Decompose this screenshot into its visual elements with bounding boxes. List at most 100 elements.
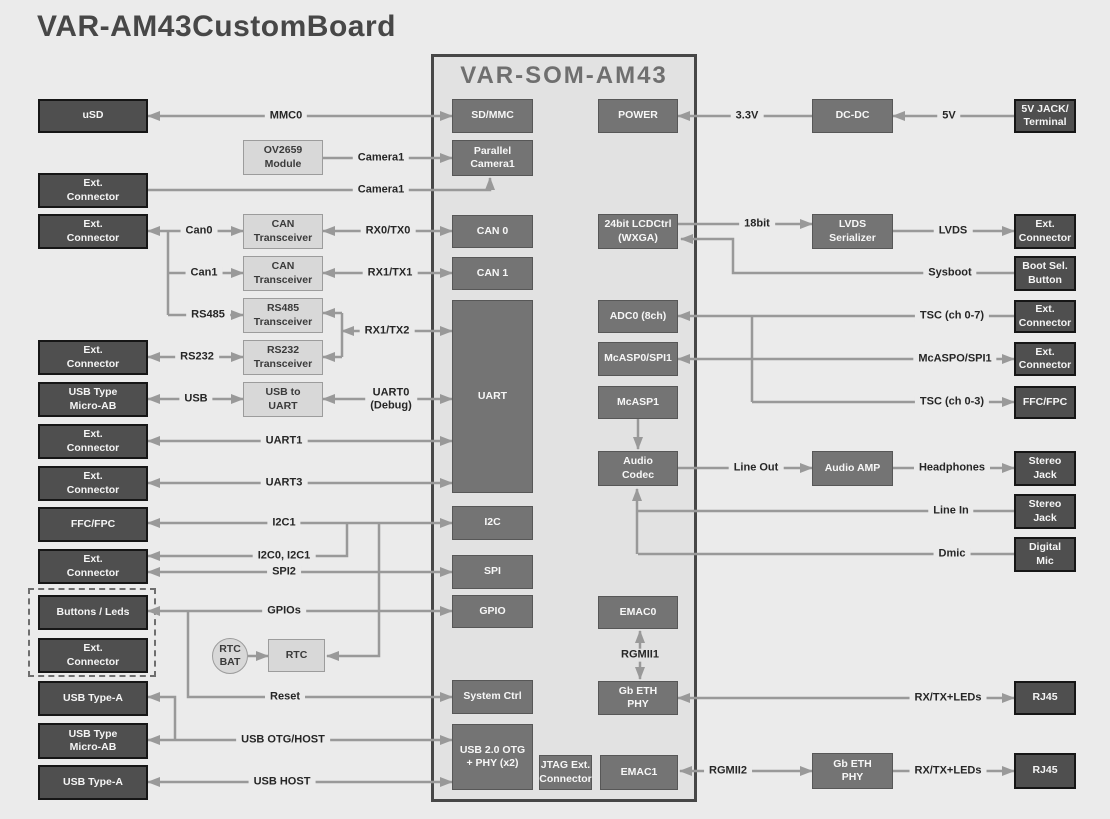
edge-label-uart1: UART1	[260, 434, 308, 448]
edge-label-usb: USB	[179, 392, 213, 406]
block-ext-connector-gpio: Ext. Connector	[38, 638, 148, 673]
block-can1: CAN 1	[452, 257, 533, 290]
edge-label-rgmii1: RGMII1	[616, 648, 664, 662]
block-adc0: ADC0 (8ch)	[598, 300, 678, 333]
edge-label-rx1-tx2: RX1/TX2	[359, 324, 415, 338]
block-ext-connector-rs232: Ext. Connector	[38, 340, 148, 375]
block-mcasp0-spi1: McASP0/SPI1	[598, 342, 678, 376]
block-rs485-transceiver: RS485 Transceiver	[243, 298, 323, 333]
block-uart: UART	[452, 300, 533, 493]
block-spi: SPI	[452, 555, 533, 589]
edge-label-3v3: 3.3V	[730, 109, 764, 123]
block-can-transceiver-1: CAN Transceiver	[243, 256, 323, 291]
edge-label-rs232: RS232	[175, 350, 219, 364]
edge-label-5v: 5V	[937, 109, 961, 123]
block-ov2659-module: OV2659 Module	[243, 140, 323, 175]
block-rs232-transceiver: RS232 Transceiver	[243, 340, 323, 375]
block-parallel-camera1: Parallel Camera1	[452, 140, 533, 176]
block-stereo-jack-in: Stereo Jack	[1014, 494, 1076, 529]
block-ffc-fpc-tsc: FFC/FPC	[1014, 386, 1076, 419]
edge-label-mcaspo-spi1: McASPO/SPI1	[913, 352, 997, 366]
block-gb-eth-phy-1: Gb ETH PHY	[598, 681, 678, 715]
block-can-transceiver-0: CAN Transceiver	[243, 214, 323, 249]
edge-label-rx-tx-leds-1: RX/TX+LEDs	[909, 691, 987, 705]
edge-label-can1: Can1	[185, 266, 223, 280]
edge-label-camera1-csi: Camera1	[352, 151, 410, 165]
som-title: VAR-SOM-AM43	[460, 62, 668, 89]
block-gpio: GPIO	[452, 595, 533, 628]
block-usd: uSD	[38, 99, 148, 133]
block-i2c: I2C	[452, 506, 533, 540]
edge-label-usb-host: USB HOST	[248, 775, 316, 789]
block-ext-connector-mcasp: Ext. Connector	[1014, 342, 1076, 376]
edge-label-sysboot: Sysboot	[923, 266, 977, 280]
edge-rtc-i2c	[326, 523, 381, 661]
block-usb-otg-phy: USB 2.0 OTG + PHY (x2)	[452, 724, 533, 790]
block-emac1: EMAC1	[600, 755, 678, 790]
block-boot-sel-button: Boot Sel. Button	[1014, 256, 1076, 291]
edge-label-headphones: Headphones	[913, 461, 991, 475]
block-5v-jack: 5V JACK/ Terminal	[1014, 99, 1076, 133]
edge-label-tsc-0-7: TSC (ch 0-7)	[914, 309, 990, 323]
block-stereo-jack-out: Stereo Jack	[1014, 451, 1076, 486]
edge-label-uart0: UART0 (Debug)	[365, 386, 417, 412]
edge-label-gpios: GPIOs	[262, 604, 306, 618]
block-buttons-leds: Buttons / Leds	[38, 595, 148, 630]
block-rj45-1: RJ45	[1014, 681, 1076, 715]
buttons-leds-group-outline	[28, 588, 156, 677]
block-audio-codec: Audio Codec	[598, 451, 678, 486]
edge-label-reset: Reset	[265, 690, 305, 704]
block-dc-dc: DC-DC	[812, 99, 893, 133]
block-audio-amp: Audio AMP	[812, 451, 893, 486]
edge-label-rx0-tx0: RX0/TX0	[360, 224, 416, 238]
edge-label-mmc0: MMC0	[264, 109, 308, 123]
edge-label-tsc-0-3: TSC (ch 0-3)	[914, 395, 990, 409]
edge-label-18bit: 18bit	[739, 217, 775, 231]
edge-label-usb-otg-host: USB OTG/HOST	[236, 733, 330, 747]
edge-usb-otg-branch	[147, 692, 177, 740]
edge-label-spi2: SPI2	[267, 565, 301, 579]
edge-label-line-out: Line Out	[728, 461, 784, 475]
block-ext-connector-tsc: Ext. Connector	[1014, 300, 1076, 333]
block-ext-connector-uart3: Ext. Connector	[38, 466, 148, 501]
block-mcasp1: McASP1	[598, 386, 678, 419]
block-rj45-2: RJ45	[1014, 753, 1076, 789]
block-rtc-bat: RTC BAT	[212, 638, 248, 674]
block-usb-micro-ab-otg: USB Type Micro-AB	[38, 723, 148, 759]
block-gb-eth-phy-2: Gb ETH PHY	[812, 753, 893, 789]
edge-label-rs485: RS485	[186, 308, 230, 322]
edge-label-i2c1: I2C1	[267, 516, 301, 530]
page-title: VAR-AM43CustomBoard	[37, 10, 396, 43]
block-usb-type-a-2: USB Type-A	[38, 765, 148, 800]
block-digital-mic: Digital Mic	[1014, 537, 1076, 572]
edge-label-i2c0-i2c1: I2C0, I2C1	[252, 549, 316, 563]
block-ext-connector-camera: Ext. Connector	[38, 173, 148, 208]
block-lcdctrl: 24bit LCDCtrl (WXGA)	[598, 214, 678, 249]
block-emac0: EMAC0	[598, 596, 678, 629]
block-lvds-serializer: LVDS Serializer	[812, 214, 893, 249]
block-ext-connector-uart1: Ext. Connector	[38, 424, 148, 459]
block-usb-to-uart: USB to UART	[243, 382, 323, 417]
edge-label-camera1-ext: Camera1	[352, 183, 410, 197]
edge-label-rgmii2: RGMII2	[704, 764, 752, 778]
block-ext-connector-can: Ext. Connector	[38, 214, 148, 249]
block-ext-connector-i2c-spi: Ext. Connector	[38, 549, 148, 584]
block-system-ctrl: System Ctrl	[452, 680, 533, 714]
block-can0: CAN 0	[452, 215, 533, 248]
block-usb-type-a-1: USB Type-A	[38, 681, 148, 716]
edge-label-can0: Can0	[180, 224, 218, 238]
block-jtag-ext-connector: JTAG Ext. Connector	[539, 755, 592, 790]
edge-i2c0-i2c1	[147, 523, 349, 561]
block-usb-micro-ab-debug: USB Type Micro-AB	[38, 382, 148, 417]
edge-label-lvds: LVDS	[933, 224, 973, 238]
edge-label-rx1-tx1: RX1/TX1	[362, 266, 418, 280]
edge-label-rx-tx-leds-2: RX/TX+LEDs	[909, 764, 987, 778]
edge-label-dmic: Dmic	[933, 547, 971, 561]
block-ffc-fpc-i2c1: FFC/FPC	[38, 507, 148, 542]
block-sd-mmc: SD/MMC	[452, 99, 533, 133]
edge-label-line-in: Line In	[928, 504, 974, 518]
edge-label-uart3: UART3	[260, 476, 308, 490]
block-rtc: RTC	[268, 639, 325, 672]
block-power: POWER	[598, 99, 678, 133]
